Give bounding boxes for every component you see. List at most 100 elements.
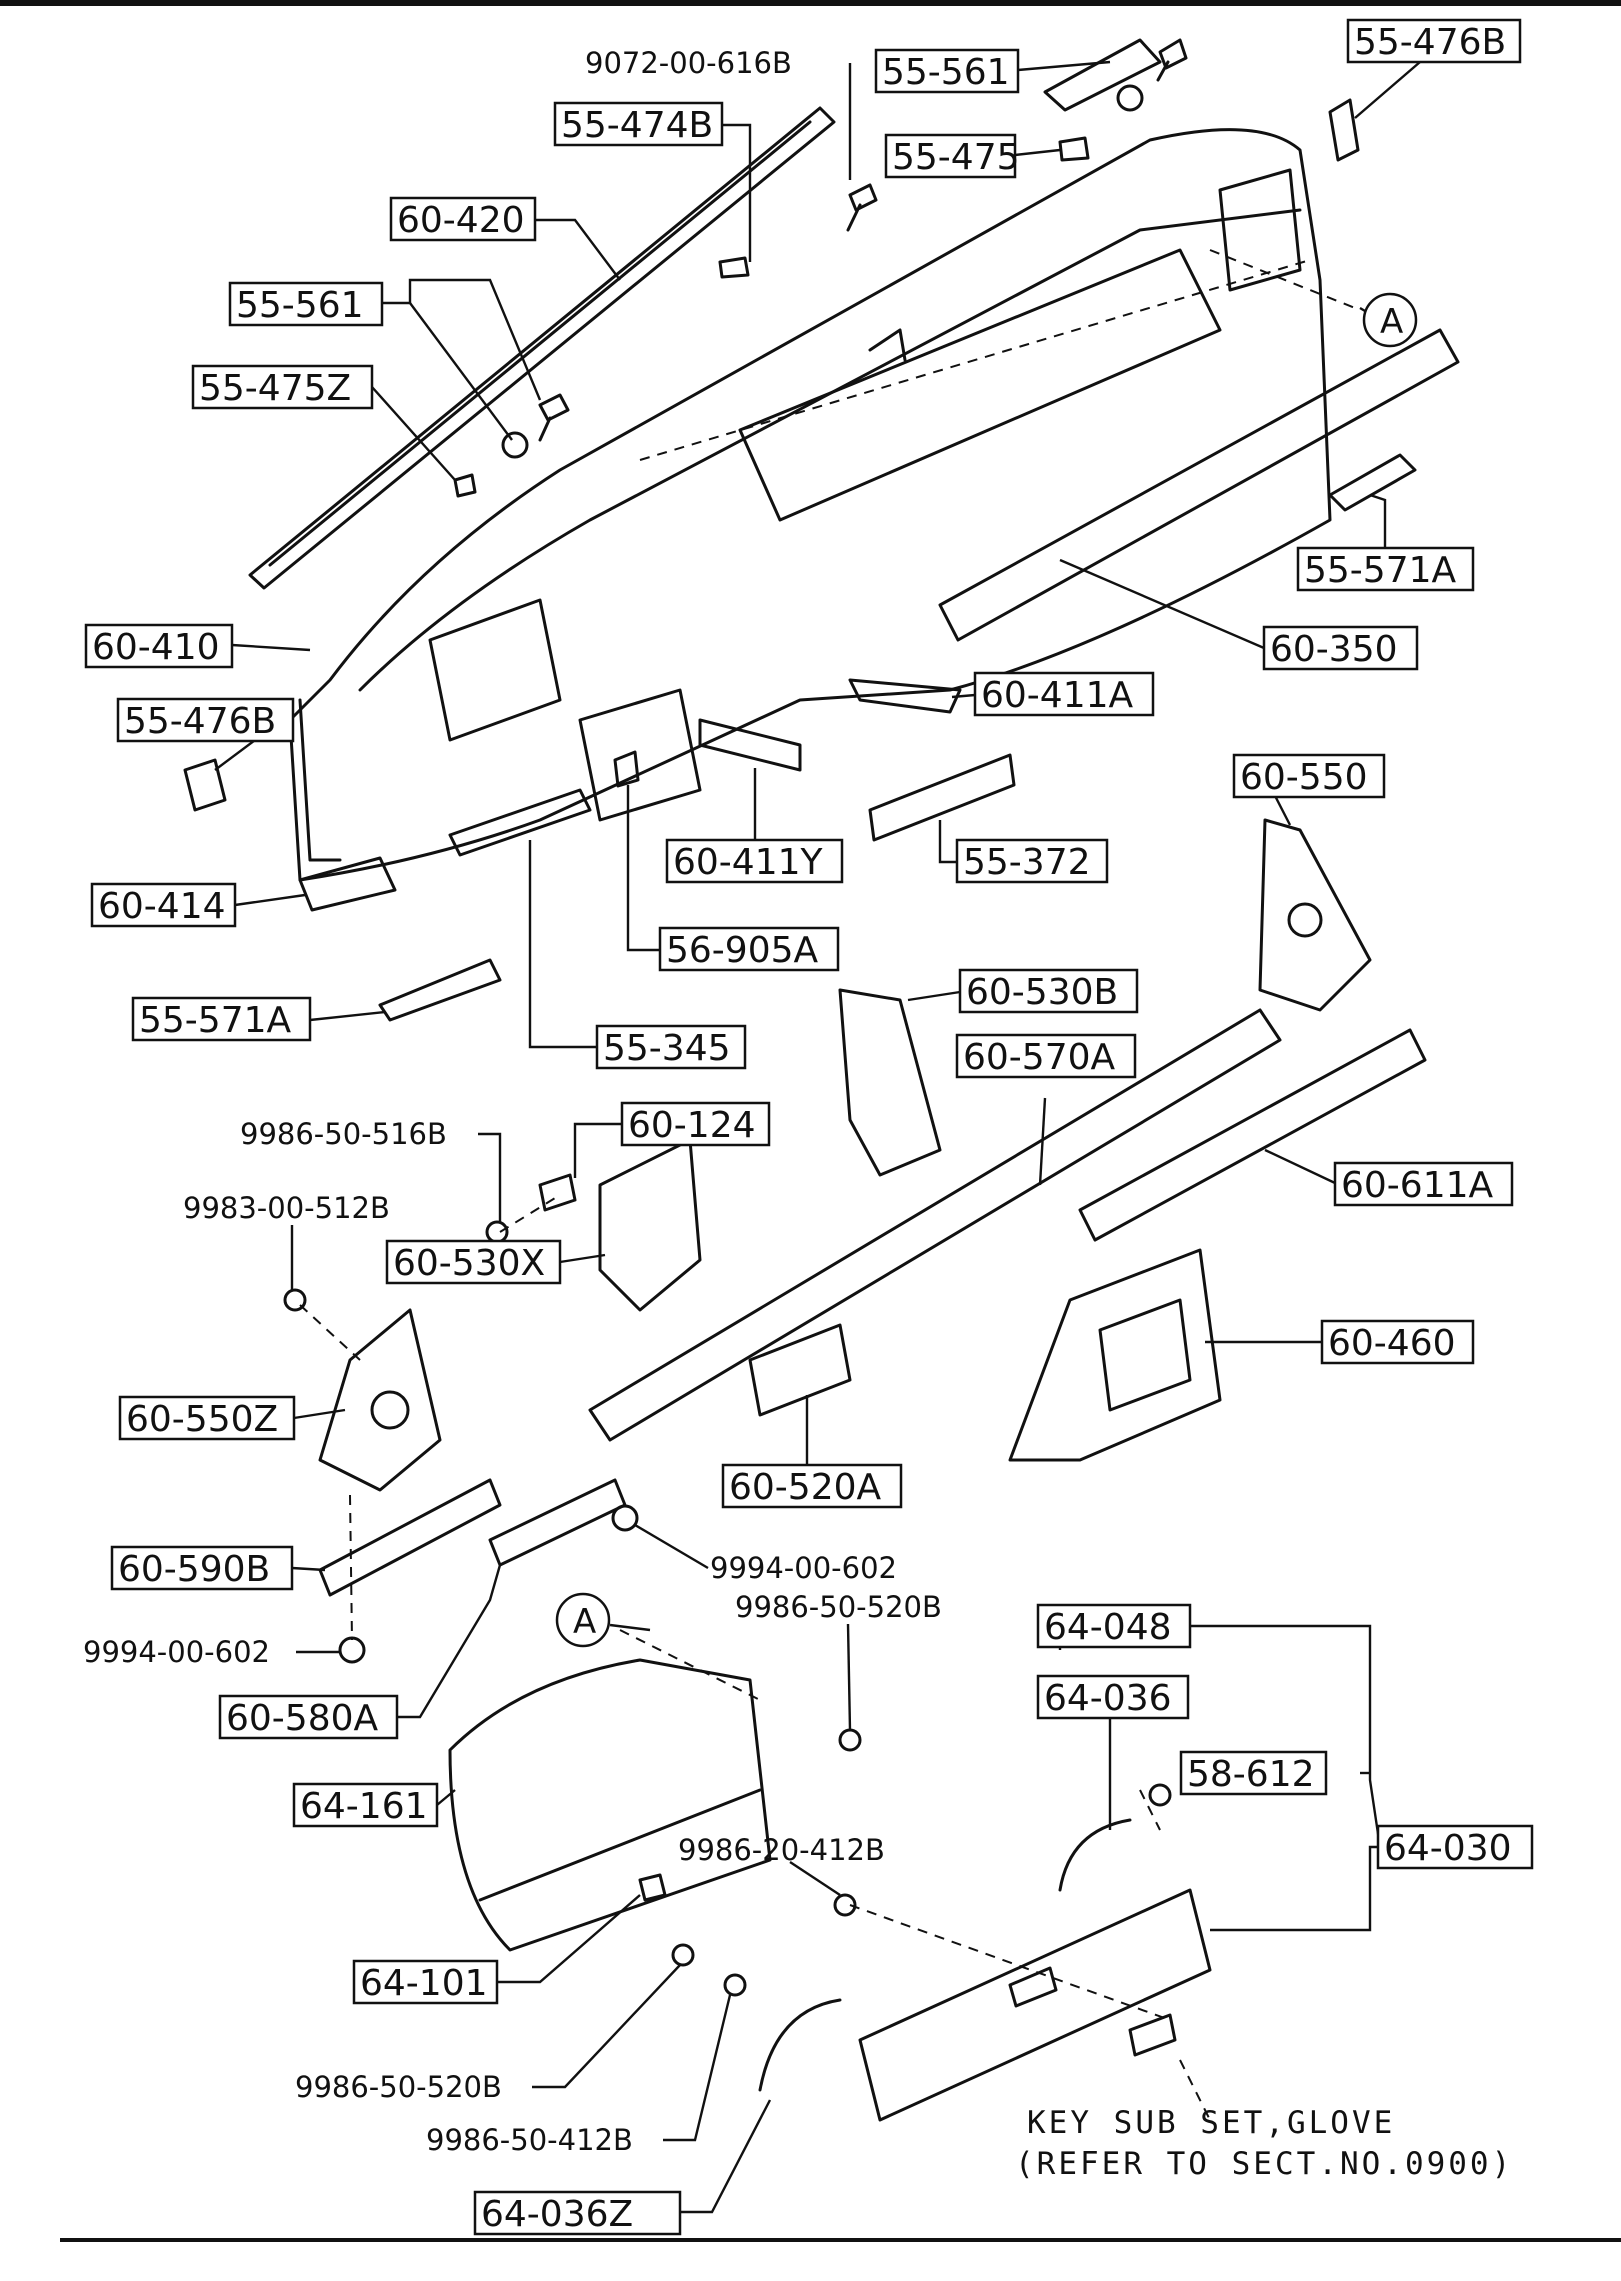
label-60-611a: 60-611A xyxy=(1333,1161,1514,1207)
screw-9986-20-412b-drawing xyxy=(833,1893,857,1917)
leader-b21 xyxy=(1038,1097,1047,1186)
boxed-label-layer: 55-561 55-476B 55-474B 55-475 60-420 55-… xyxy=(84,18,1534,2236)
bracket-60-550-drawing xyxy=(1258,818,1372,1012)
section-ref-a-top: A xyxy=(1362,292,1418,348)
leader-b26 xyxy=(293,1408,346,1420)
leader-b34 xyxy=(1210,1845,1378,1932)
leader-b17 xyxy=(626,785,660,952)
label-text: 55-476B xyxy=(124,701,276,742)
leader-b33 xyxy=(436,1789,456,1806)
label-64-030: 64-030 xyxy=(1376,1824,1534,1870)
dash-line-key xyxy=(1179,2059,1211,2121)
key-cylinder-drawing xyxy=(1128,2013,1177,2057)
bracket-55-345-drawing xyxy=(448,788,592,857)
bracket-55-372-drawing xyxy=(868,753,1016,842)
label-55-571a-upper: 55-571A xyxy=(1296,546,1475,592)
label-text: 60-350 xyxy=(1270,629,1398,670)
label-64-036: 64-036 xyxy=(1036,1674,1190,1720)
dashboard-panel-drawing xyxy=(288,128,1332,882)
leader-b09 xyxy=(231,643,311,652)
glove-box-lock-drawing xyxy=(1008,1966,1058,2008)
label-text: 60-124 xyxy=(628,1105,756,1146)
leader-b20 xyxy=(528,840,597,1049)
label-text: 60-550Z xyxy=(126,1399,278,1440)
leader-p05 xyxy=(846,1623,852,1731)
label-9983-00-512b: 9983-00-512B xyxy=(183,1191,390,1225)
label-text: 64-036Z xyxy=(481,2194,633,2235)
label-text: 64-048 xyxy=(1044,1607,1172,1648)
label-text: 64-030 xyxy=(1384,1828,1512,1869)
clip-55-476b-drawing xyxy=(1328,98,1360,162)
label-text: 60-414 xyxy=(98,886,226,927)
label-60-411y: 60-411Y xyxy=(665,838,844,884)
leader-b07 xyxy=(371,386,456,481)
leader-p04 xyxy=(634,1523,709,1570)
label-60-550z: 60-550Z xyxy=(118,1395,296,1441)
leader-b29-right xyxy=(1190,1624,1382,1848)
clip-56-905a-drawing xyxy=(613,750,640,788)
label-64-036z: 64-036Z xyxy=(473,2190,682,2236)
label-text: 55-372 xyxy=(963,842,1091,883)
label-60-550: 60-550 xyxy=(1232,753,1386,799)
label-64-161: 64-161 xyxy=(292,1782,439,1828)
label-60-350: 60-350 xyxy=(1262,625,1419,671)
label-60-570a: 60-570A xyxy=(955,1033,1137,1079)
dash-line-58-612 xyxy=(1139,1789,1161,1831)
label-55-561-left: 55-561 xyxy=(228,281,384,327)
lower-dash-trim-drawing xyxy=(938,328,1460,642)
label-text: 60-411Y xyxy=(673,842,824,883)
leader-b36 xyxy=(680,2099,772,2214)
label-60-520a: 60-520A xyxy=(721,1463,903,1509)
leader-b06 xyxy=(382,278,542,401)
label-text: 60-530B xyxy=(966,972,1118,1013)
screw-9986-50-412b-drawing xyxy=(723,1973,747,1997)
bracket-60-411a-drawing xyxy=(848,678,962,714)
label-9994-00-602-upper: 9994-00-602 xyxy=(710,1551,897,1585)
plain-label-layer: 9072-00-616B 9986-50-516B 9983-00-512B 9… xyxy=(83,46,942,2157)
label-text: 60-460 xyxy=(1328,1323,1456,1364)
leader-b23 xyxy=(1264,1148,1336,1185)
label-text: 55-561 xyxy=(236,285,364,326)
bracket-60-520a-drawing xyxy=(748,1323,852,1417)
bracket-60-411y-drawing xyxy=(698,718,802,772)
label-60-530b: 60-530B xyxy=(958,968,1139,1014)
nut-9994-00-602-lower-drawing xyxy=(338,1636,366,1664)
label-55-476b-top: 55-476B xyxy=(1346,18,1522,64)
leader-b08 xyxy=(1369,493,1387,568)
label-text: 55-475Z xyxy=(199,368,351,409)
strap-64-036z-drawing xyxy=(758,1998,842,2092)
label-9986-20-412b: 9986-20-412B xyxy=(678,1833,885,1867)
defroster-trim-drawing xyxy=(248,106,836,590)
bracket-60-611a-drawing xyxy=(1078,1028,1427,1242)
washer-55-561-top-drawing xyxy=(1116,84,1144,112)
label-55-571a-lower: 55-571A xyxy=(131,996,312,1042)
leader-b05 xyxy=(535,218,621,281)
label-text: 55-571A xyxy=(1304,550,1457,591)
leader-b28 xyxy=(291,1566,326,1572)
label-64-101: 64-101 xyxy=(352,1959,499,2005)
dash-line-60-550z xyxy=(299,1304,361,1361)
leader-p07 xyxy=(789,1860,841,1897)
leader-b02 xyxy=(1354,61,1421,119)
note-line-2: (REFER TO SECT.NO.0900) xyxy=(1015,2146,1513,2182)
screw-9986-50-520b-lower-drawing xyxy=(671,1943,695,1967)
glove-box-rim-line xyxy=(478,1788,762,1902)
leader-b22 xyxy=(573,1122,622,1178)
steering-support-beam-drawing xyxy=(588,1008,1282,1442)
label-text: 55-474B xyxy=(561,105,713,146)
center-console-opening xyxy=(578,688,702,822)
label-55-475z: 55-475Z xyxy=(191,364,374,410)
label-text: 60-520A xyxy=(729,1467,882,1508)
bracket-55-571a-upper-drawing xyxy=(1328,453,1417,512)
glove-box-lid-drawing xyxy=(858,1888,1212,2122)
label-60-460: 60-460 xyxy=(1320,1319,1475,1365)
leader-a-bottom xyxy=(609,1623,651,1632)
label-text: 60-530X xyxy=(393,1243,545,1284)
leader-b24 xyxy=(559,1253,606,1264)
dash-line-dashboard xyxy=(639,259,1311,461)
leader-b19 xyxy=(309,1010,386,1022)
leader-b11 xyxy=(951,693,976,699)
label-text: 55-571A xyxy=(139,1000,292,1041)
bracket-60-530b-drawing xyxy=(838,988,942,1177)
